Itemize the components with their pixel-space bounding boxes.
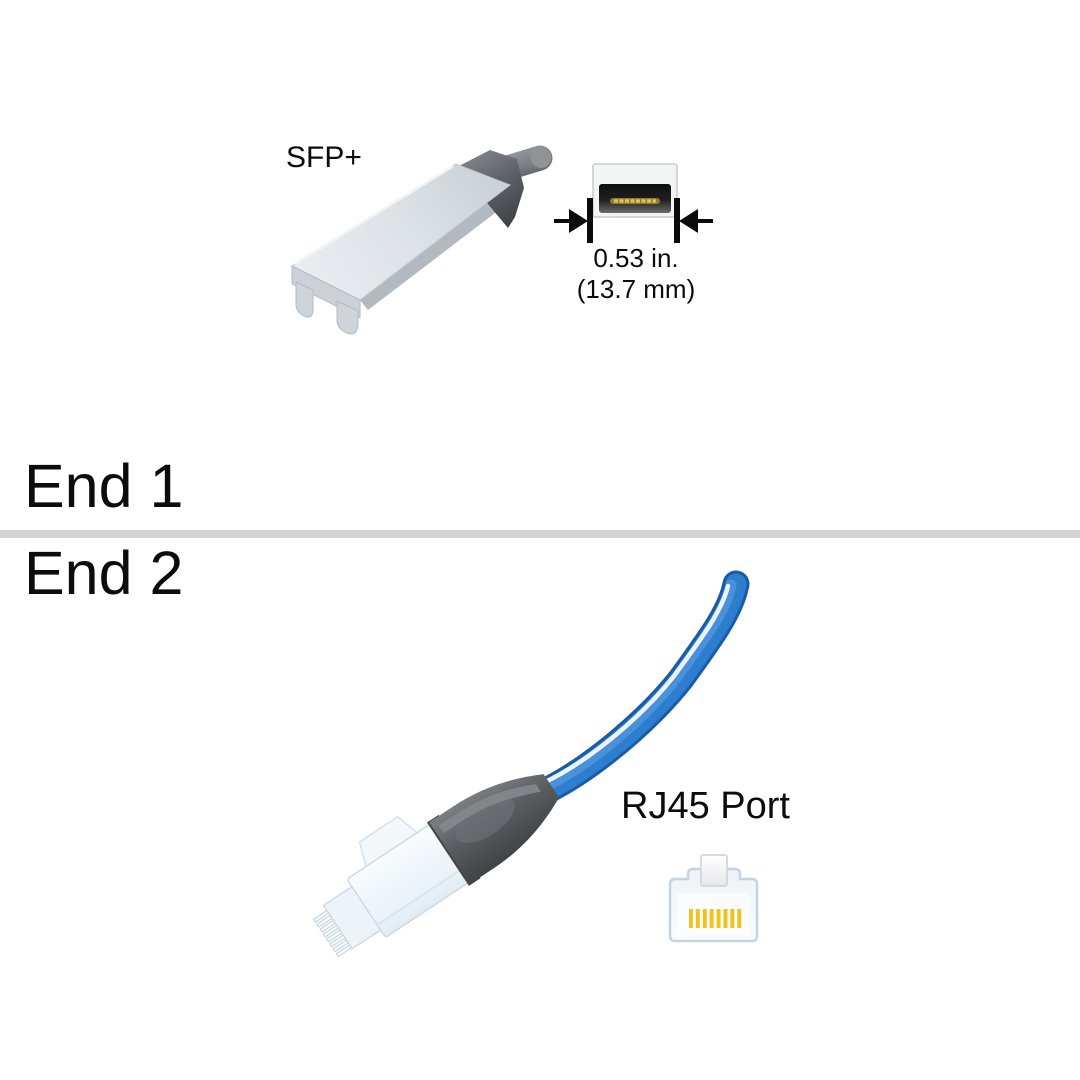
sfp-connector-icon: [290, 145, 553, 335]
ethernet-cable-icon: [532, 570, 750, 805]
sfp-connector-label: SFP+: [286, 141, 362, 174]
measurement-mm: (13.7 mm): [576, 274, 696, 304]
rj45-connector-icon: [312, 774, 560, 958]
end2-heading: End 2: [24, 539, 184, 607]
measurement-arrows-icon: [554, 198, 713, 243]
end1-heading: End 1: [24, 452, 184, 520]
rj45-port-tab: [700, 854, 728, 887]
sfp-cross-section-icon: [592, 163, 678, 218]
rj45-port-label: RJ45 Port: [621, 785, 790, 827]
measurement-text: 0.53 in. (13.7 mm): [553, 243, 719, 305]
arrow-right-icon: [569, 209, 588, 233]
measurement-inches: 0.53 in.: [593, 243, 679, 273]
section-divider: [0, 530, 1080, 538]
arrow-left-icon: [679, 209, 698, 233]
sfp-cable-stub-end: [531, 148, 551, 168]
rj45-port-icon: [668, 854, 759, 943]
rj45-port-pins: [689, 909, 742, 928]
